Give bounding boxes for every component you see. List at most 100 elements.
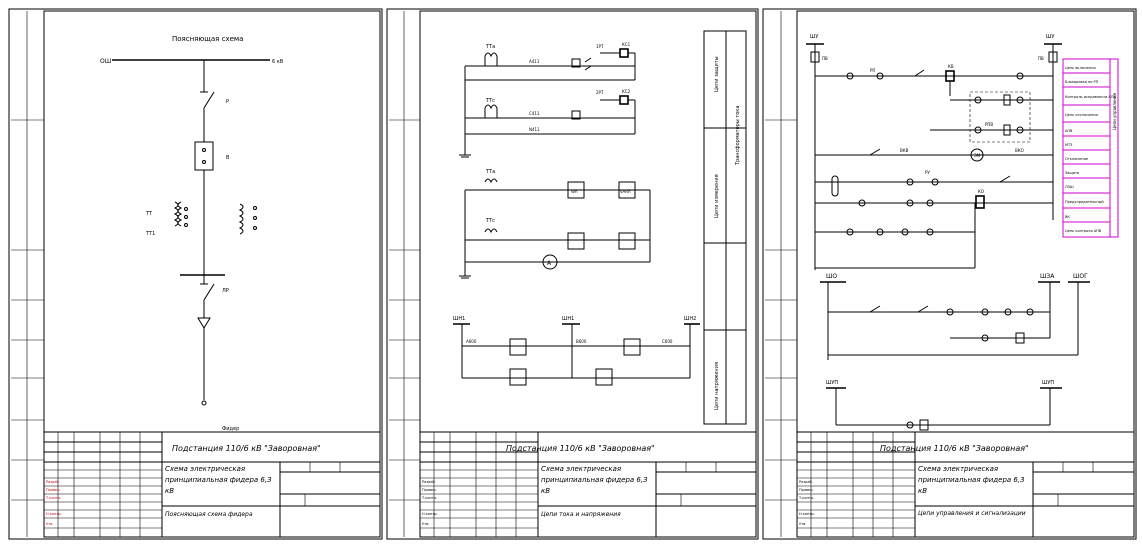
sheet-3-scheme: ШУ ШУ ПВ ПВ РП КВ РПВ ВКВ ЭМ В	[806, 34, 1119, 431]
meter-varh-1-label: VARh	[620, 189, 631, 194]
scheme-header: Поясняющая схема	[172, 35, 243, 43]
sheet-2-frame	[386, 8, 759, 540]
relay-ks2-label: КС2	[622, 89, 631, 94]
tb2-role-5: Утв.	[422, 522, 429, 526]
bus-voltage-label: 6 кВ	[272, 59, 284, 65]
ammeter-label: A	[547, 260, 552, 267]
sheet-2-scheme: Цепи защиты Цепи измерения Цепи напряжен…	[453, 30, 747, 425]
wire-v1-label: А600	[466, 339, 477, 344]
tb2-title-wrap: Схема электрическая принципиальная фидер…	[541, 465, 648, 495]
legend-row-11: ВК	[1065, 215, 1070, 219]
side-label-voltage: Цепи напряжения	[714, 362, 720, 410]
side-label-measure: Цепи измерения	[714, 174, 720, 218]
ct-1-symbol	[173, 201, 188, 227]
wire-a-label: А411	[529, 59, 540, 64]
ct-1-label: ТТ	[145, 211, 153, 217]
bkv-label: ВКВ	[900, 148, 909, 153]
tb1-title-wrap: Схема электрическая принципиальная фидер…	[165, 465, 272, 495]
sheet-2-side-strip	[389, 11, 420, 537]
relay-1rt-label: 1РТ	[596, 44, 604, 49]
side-label-ct: Трансформаторы тока	[735, 106, 741, 166]
vmeter-2	[623, 338, 641, 356]
feeder-label: Фидер	[222, 426, 239, 432]
relay-ks1-label: КС1	[622, 42, 631, 47]
sheet-1-side-strip	[11, 11, 44, 537]
bus-sho-label: ШО	[826, 273, 837, 280]
tb1-role-2: Провер.	[46, 488, 61, 492]
tb1-role-3: Т.контр.	[45, 496, 61, 500]
disconnector-1-blade	[203, 91, 215, 109]
fuse-left-label: ПВ	[822, 56, 828, 61]
tb2-sheet-name: Цепи тока и напряжения	[541, 511, 621, 518]
sheet-1-frame	[8, 8, 383, 540]
tb3-title-wrap: Схема электрическая принципиальная фидер…	[918, 465, 1025, 495]
ct-2-label: ТТ1	[145, 231, 155, 237]
tb3-project: Подстанция 110/6 кВ "Заворовная"	[880, 444, 1029, 453]
bus-shu-right-label: ШУ	[1046, 34, 1054, 40]
tb3-role-4: Н.контр.	[799, 512, 815, 516]
legend-row-9: ЛЗШ	[1065, 185, 1074, 189]
feeder-terminal	[201, 400, 207, 406]
meter-wh-2	[567, 232, 585, 250]
measure-circuit: ТТа Wh VARh ТТс A	[459, 169, 651, 279]
bus-shu-left-label: ШУ	[810, 34, 818, 40]
side-label-protection: Цепи защиты	[714, 56, 720, 92]
ko-contact	[831, 175, 839, 197]
blocking-relay-box	[969, 91, 1031, 143]
bus-sh3-label: ШН2	[684, 316, 696, 322]
relay-2rt	[571, 110, 581, 120]
breaker-label: В	[226, 155, 230, 161]
legend-row-12: Цепь контроля АПВ	[1065, 229, 1102, 233]
title-block-1: Подстанция 110/6 кВ "Заворовная" Схема э…	[43, 431, 381, 538]
ct-c2-label: ТТс	[485, 218, 495, 224]
relay-1rt	[571, 58, 581, 68]
bus-shup-right-label: ШУП	[1042, 380, 1054, 386]
tb2-role-2: Провер.	[422, 488, 437, 492]
coil-ko	[975, 195, 985, 209]
ru-label: РУ	[925, 170, 930, 175]
wire-n-label: N411	[529, 127, 540, 132]
tb1-project: Подстанция 110/6 кВ "Заворовная"	[172, 444, 321, 453]
disconnector-1-label: Р	[226, 99, 229, 105]
em-label: ЭМ	[974, 153, 981, 158]
relay-ks2	[619, 95, 629, 105]
tb1-role-5: Утв.	[46, 522, 53, 526]
arrester-symbol	[197, 317, 211, 329]
bko-label: ВКО	[1015, 148, 1024, 153]
tb2-drawing-title: Схема электрическая принципиальная фидер…	[541, 465, 648, 495]
fuse-left	[810, 51, 820, 63]
protection-circuit: ТТа А411 1РТ КС1 ТТс С411 2РТ КС2	[459, 42, 636, 158]
ct-a1-label: ТТа	[485, 44, 495, 50]
ct-a2-label: ТТа	[485, 169, 495, 175]
bus-shza-label: ШЗА	[1040, 273, 1055, 280]
tb2-role-1: Разраб.	[422, 480, 436, 484]
legend-row-5: АПВ	[1065, 129, 1073, 133]
legend-row-4: Цепь отключения	[1065, 113, 1098, 117]
tb3-role-1: Разраб.	[799, 480, 813, 484]
sheet-3-side-strip	[765, 11, 797, 537]
wire-v3-label: С600	[662, 339, 673, 344]
ammeter	[542, 254, 558, 270]
meter-wh-1-label: Wh	[571, 189, 578, 194]
ct-2-symbol	[238, 203, 257, 235]
tb2-role-4: Н.контр.	[422, 512, 438, 516]
ct-c1-label: ТТс	[485, 98, 495, 104]
tb3-role-2: Провер.	[799, 488, 814, 492]
tb3-sheet-name: Цепи управления и сигнализации	[918, 510, 1026, 517]
tb3-role-5: Утв.	[799, 522, 806, 526]
bus-sh1-label: ШН1	[453, 316, 465, 322]
tb1-drawing-title: Схема электрическая принципиальная фидер…	[165, 465, 272, 495]
sheet-2-inner-frame	[419, 10, 757, 538]
meter-varh-1	[618, 181, 636, 199]
sheet-1-scheme: Поясняющая схема ОШ 6 кВ Р В ТТ ТТ1	[100, 35, 284, 432]
wire-c-label: С411	[529, 111, 540, 116]
sheet-1-inner-frame	[43, 10, 381, 538]
wire-v2-label: В600	[576, 339, 587, 344]
legend-table: Цепь включения Блокировка по РП Контроль…	[1062, 58, 1119, 238]
fuse-right-label: ПВ	[1038, 56, 1044, 61]
breaker-symbol	[194, 141, 214, 171]
legend-row-2: Блокировка по РП	[1065, 80, 1099, 84]
disconnector-2-label: ЛР	[222, 288, 229, 294]
legend-header: Цепи управления	[1112, 92, 1117, 130]
tb2-role-3: Т.контр.	[421, 496, 437, 500]
